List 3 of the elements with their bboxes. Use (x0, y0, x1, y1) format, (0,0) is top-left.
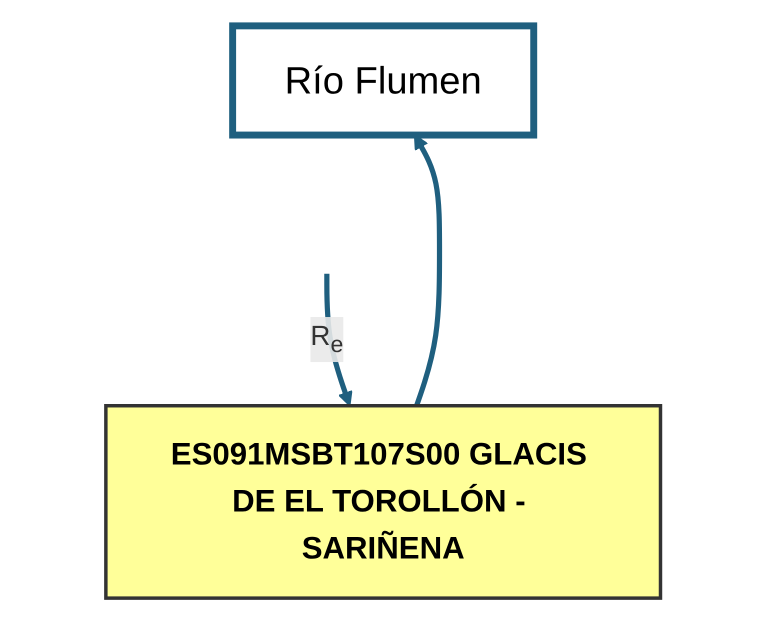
aquifer-box: ES091MSBT107S00 GLACIS DE EL TOROLLÓN - SARIÑENA (104, 404, 662, 600)
river-bar: Río Flumen (228, 22, 537, 139)
edge-label: R$_{e}$ (310, 322, 344, 358)
